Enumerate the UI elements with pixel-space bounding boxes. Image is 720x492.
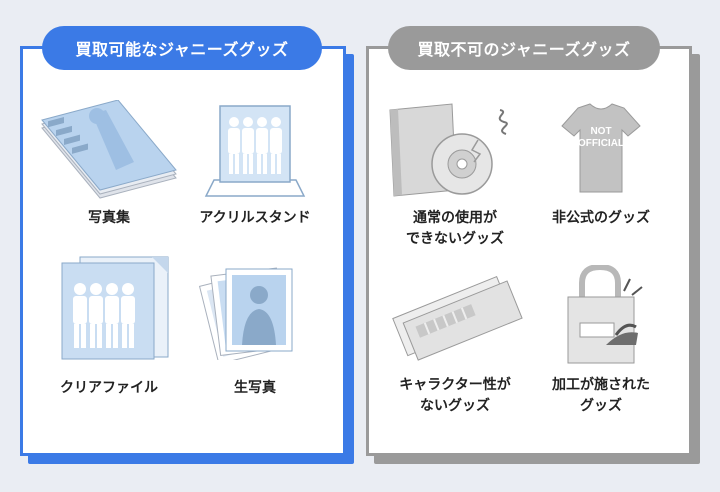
ok-item-clear-file: クリアファイル [34,255,184,399]
ok-item-label: アクリルスタンド [199,210,311,226]
ng-item-label-line2: できないグッズ [406,231,504,247]
plain-ticket-icon [392,275,523,361]
ng-item-unofficial: NOT OFFICIAL 非公式のグッズ [526,100,676,229]
ok-item-label: 写真集 [88,210,130,226]
ng-item-broken-disc: 通常の使用が できないグッズ [380,100,530,250]
ok-item-label: クリアファイル [60,380,158,396]
ng-item-plain-ticket: キャラクター性が ないグッズ [380,265,530,417]
ng-item-label-line2: グッズ [580,398,622,414]
ok-item-acrylic-stand: アクリルスタンド [180,100,330,229]
ok-item-label: 生写真 [234,380,276,396]
ng-item-label-line1: キャラクター性が [399,377,511,393]
ironed-bag-icon [567,265,643,364]
ok-item-photos: 生写真 [180,255,330,399]
ng-panel-title: 買取不可のジャニーズグッズ [388,26,660,70]
tshirt-text-line2: OFFICIAL [578,138,624,149]
clear-file-icon [61,256,169,360]
ng-item-label-line1: 加工が施された [552,377,650,393]
ng-item-label: 非公式のグッズ [552,210,650,226]
unofficial-tshirt-icon: NOT OFFICIAL [561,103,641,193]
broken-disc-icon [389,103,508,197]
ng-item-label-line1: 通常の使用が [413,210,497,226]
ng-item-label: 通常の使用が できないグッズ [406,208,504,250]
photobook-icon [41,100,177,199]
acrylic-stand-icon [204,105,306,197]
ok-item-photobook: 写真集 [34,100,184,229]
ng-item-label: キャラクター性が ないグッズ [399,375,510,417]
ng-item-label-line2: ないグッズ [419,398,490,414]
photos-icon [198,267,293,360]
tshirt-text-line1: NOT [590,126,611,137]
ok-panel-title: 買取可能なジャニーズグッズ [42,26,322,70]
ng-item-ironed-bag: 加工が施された グッズ [526,265,676,417]
ng-item-label: 加工が施された グッズ [552,375,650,417]
